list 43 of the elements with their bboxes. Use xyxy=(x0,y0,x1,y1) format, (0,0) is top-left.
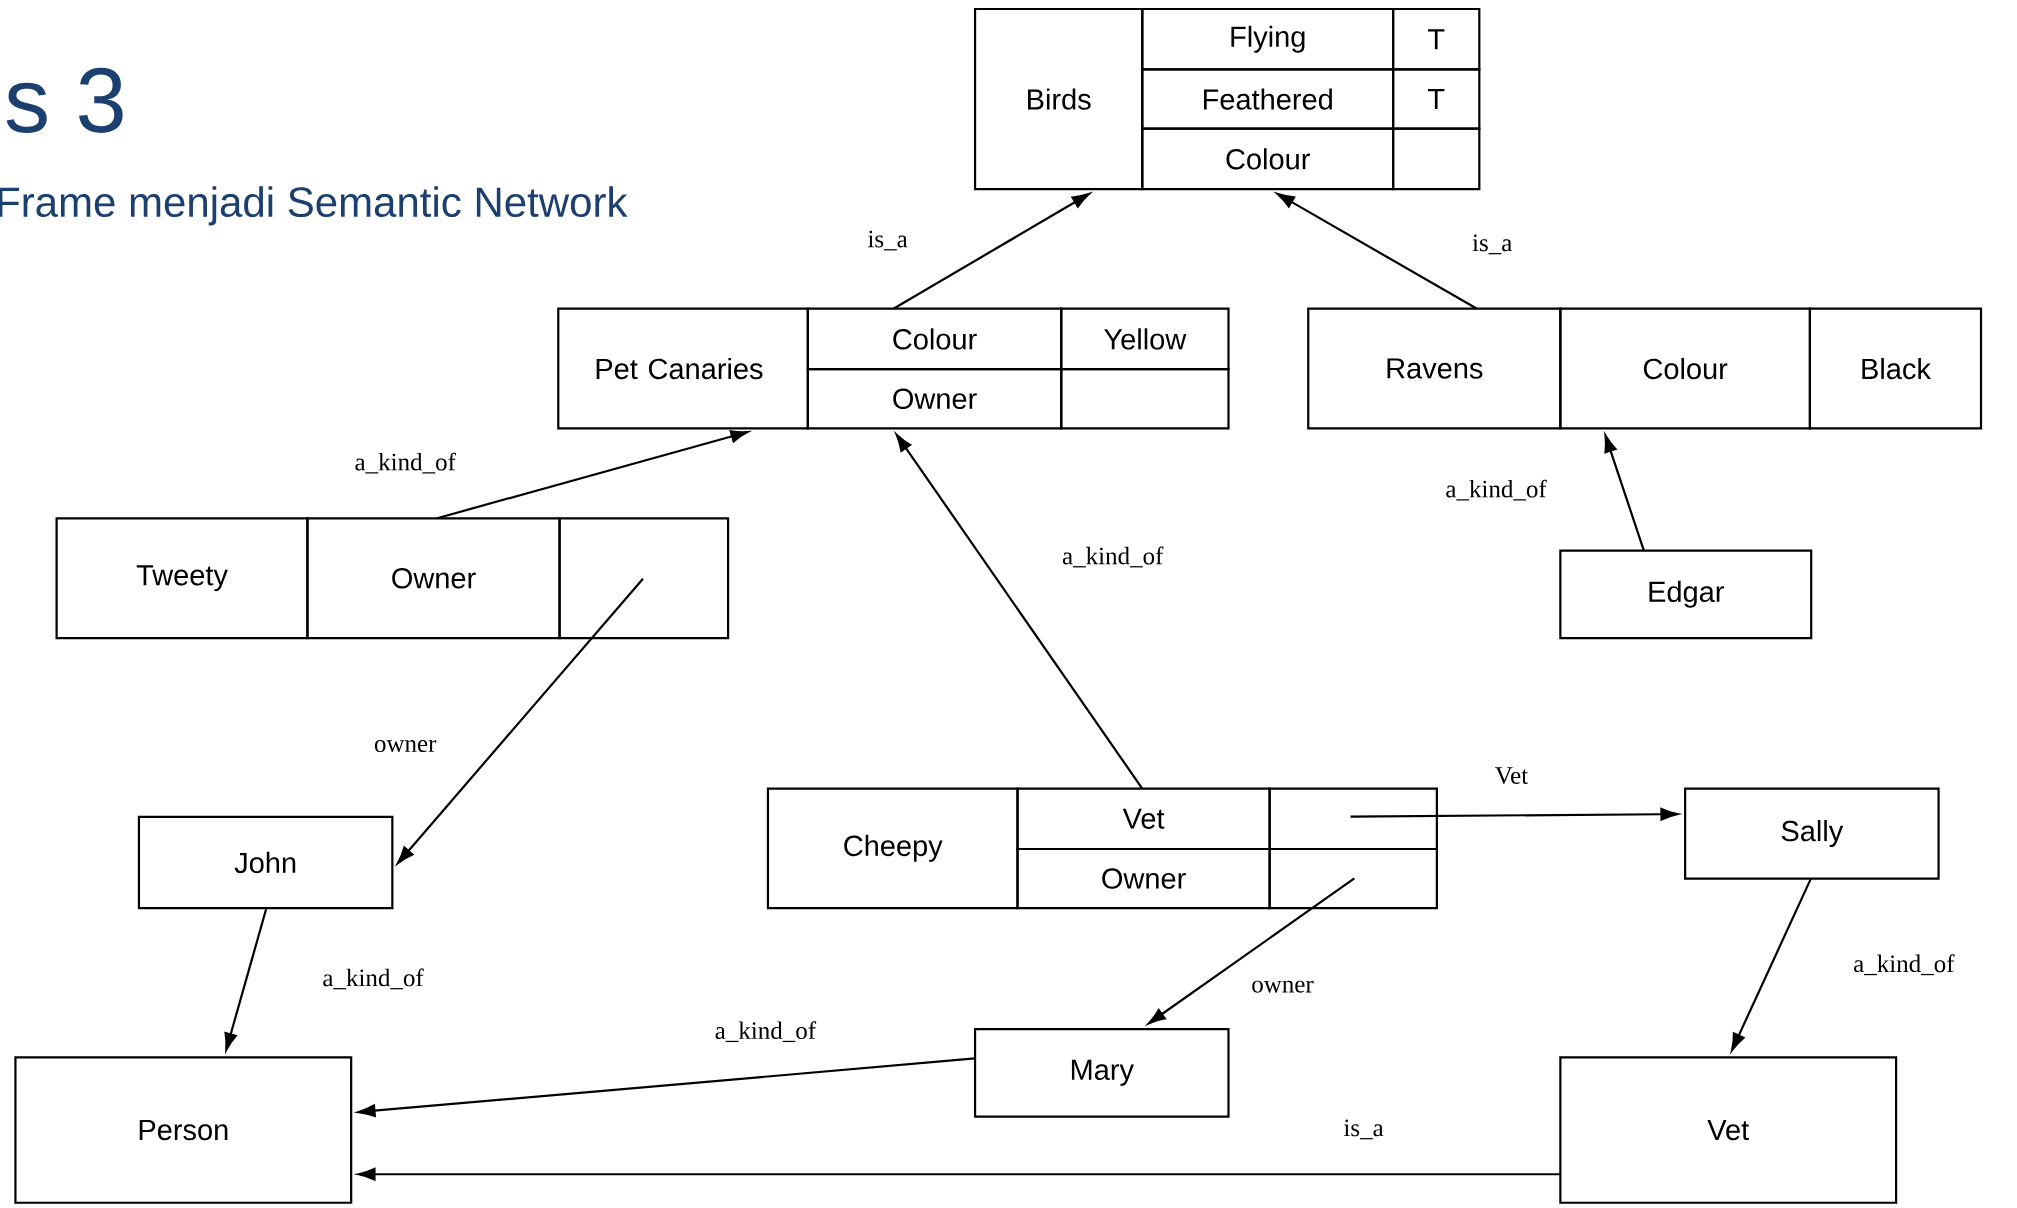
arrow xyxy=(1147,877,1355,1025)
edge-label: a_kind_of xyxy=(713,1020,818,1044)
arrow xyxy=(1276,193,1478,310)
table-cell: Black xyxy=(1808,307,1983,430)
table-cell: Owner xyxy=(1016,847,1271,910)
table-cell: Ravens xyxy=(1307,307,1562,430)
edge-label: a_kind_of xyxy=(321,967,425,991)
edge-label: is_a xyxy=(1471,233,1514,256)
table-cell: Cheepy xyxy=(766,787,1019,910)
edge-label: a_kind_of xyxy=(1444,478,1548,502)
table-cell: Colour xyxy=(1559,307,1811,430)
table-cell: Sally xyxy=(1684,787,1940,880)
table-cell: Owner xyxy=(806,368,1063,430)
table-cell: Edgar xyxy=(1559,549,1813,640)
table-cell: T xyxy=(1392,68,1481,130)
edge-label: a_kind_of xyxy=(353,451,457,475)
table-cell: John xyxy=(137,815,394,910)
table-cell: Vet xyxy=(1559,1056,1898,1204)
table-cell: Birds xyxy=(973,7,1144,191)
table-cell: Colour xyxy=(806,307,1063,371)
edge-label: owner xyxy=(1250,979,1315,994)
arrow xyxy=(436,430,749,520)
arrow xyxy=(1350,807,1679,821)
edge-label: Vet xyxy=(1493,766,1530,786)
title: s 3 xyxy=(6,67,123,133)
arrow xyxy=(893,193,1090,310)
table-cell: Tweety xyxy=(55,517,309,640)
table-cell: Mary xyxy=(973,1028,1230,1118)
edge-label: is_a xyxy=(1342,1118,1385,1141)
edge-label: is_a xyxy=(866,229,909,252)
arrow xyxy=(1604,434,1645,551)
table-cell: Feathered xyxy=(1141,68,1395,130)
table-cell: T xyxy=(1392,7,1481,71)
edge-label: a_kind_of xyxy=(1852,953,1956,977)
edge-label: owner xyxy=(372,739,438,754)
table-cell: Flying xyxy=(1141,7,1395,71)
table-cell: Owner xyxy=(306,517,561,640)
arrow xyxy=(397,578,644,864)
table-cell: Vet xyxy=(1016,787,1271,851)
table-cell: Colour xyxy=(1141,127,1395,191)
table-cell: Yellow xyxy=(1060,307,1230,371)
table-cell: Person xyxy=(14,1056,353,1204)
table-cell: Pet Canaries xyxy=(557,307,809,430)
